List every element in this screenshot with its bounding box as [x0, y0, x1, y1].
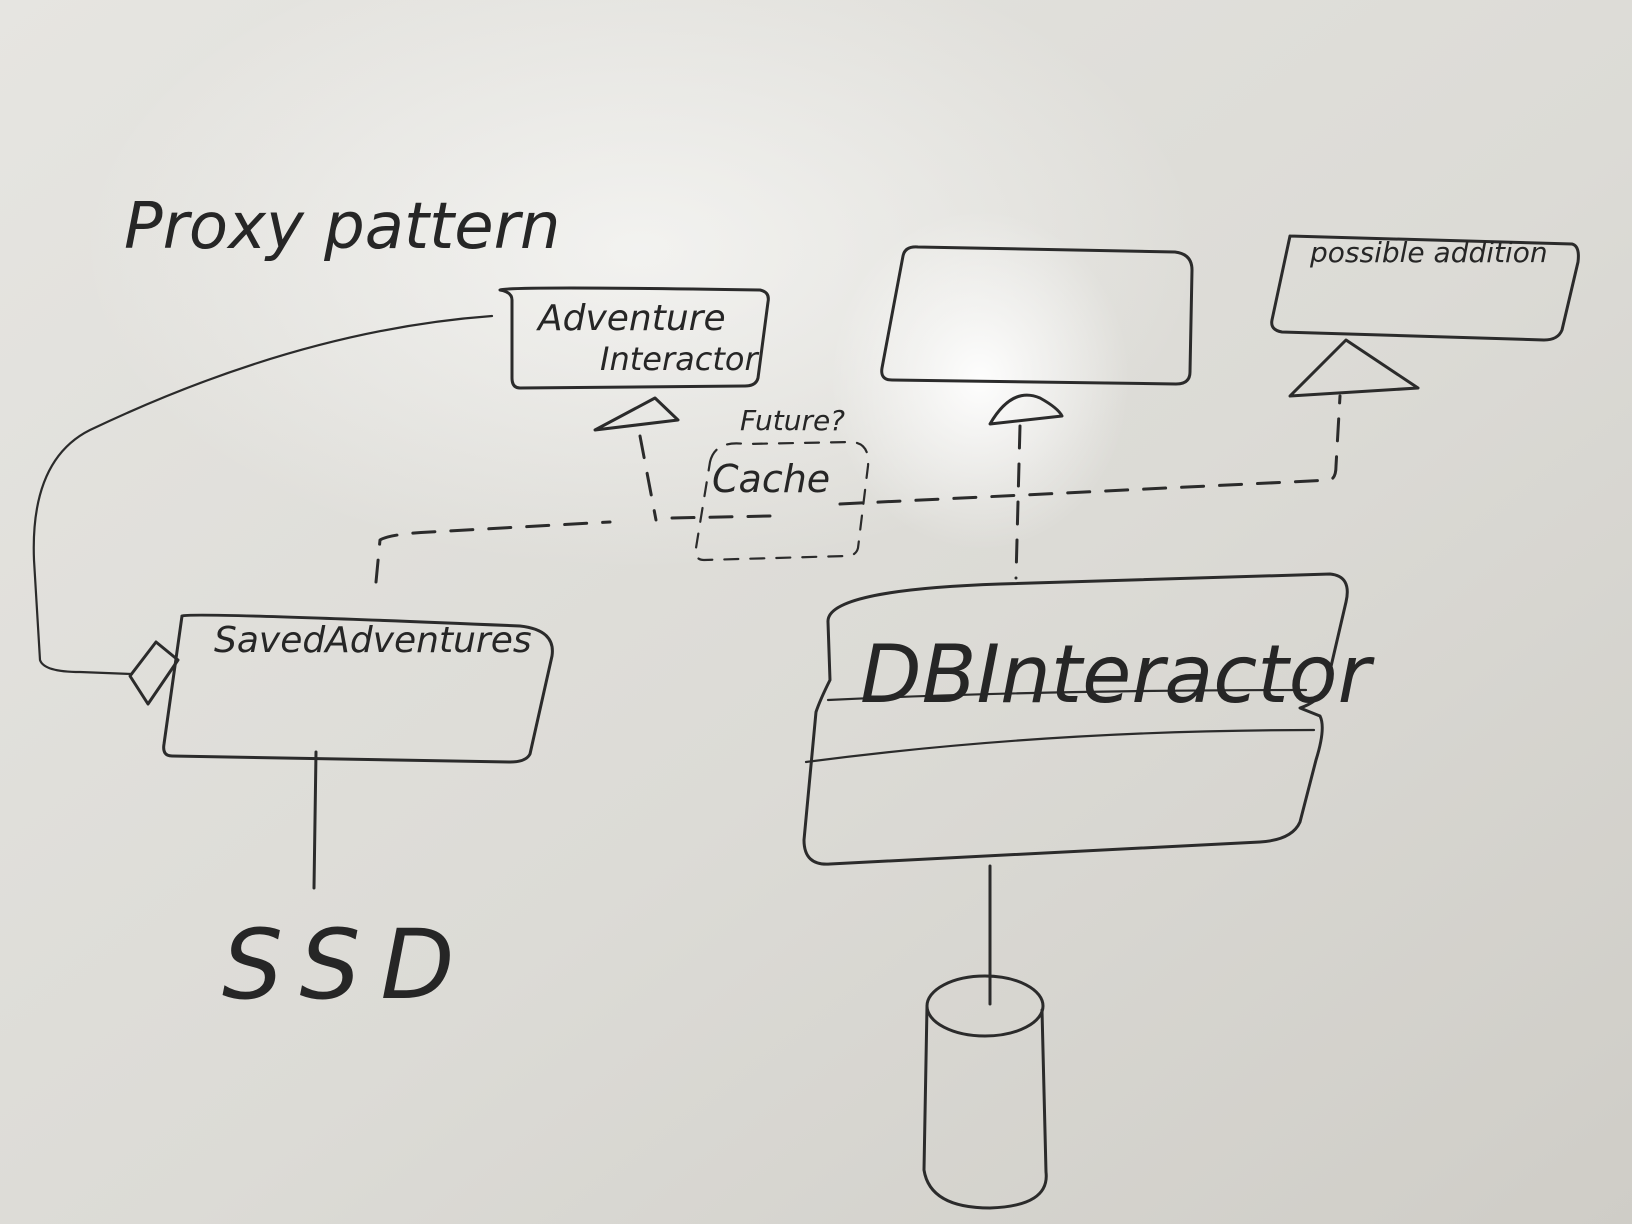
- triangle-arrowhead-adventure: [593, 396, 680, 432]
- ssd-label: SSD: [222, 909, 474, 1021]
- saved-adventures-box: [162, 613, 554, 764]
- aggregation-diamond: [128, 640, 180, 706]
- aggregation-line: [32, 314, 494, 676]
- possible-addition-box: [1270, 234, 1580, 342]
- dashed-line-saved-to-adventure: [374, 520, 612, 584]
- cache-box: [694, 440, 870, 562]
- triangle-arrowhead-possible-addition: [1288, 338, 1420, 398]
- dashed-line-to-possible-addition: [838, 394, 1342, 506]
- db-interactor-divider-1: [826, 688, 1308, 702]
- database-icon: [922, 974, 1048, 1210]
- adventure-interactor-label-line2: Interactor: [600, 340, 759, 378]
- db-interactor-label: DBInteractor: [860, 628, 1376, 721]
- triangle-arrowhead-interface: [988, 393, 1064, 426]
- saved-adventures-label: SavedAdventures: [214, 620, 532, 661]
- db-interactor-box: [802, 572, 1349, 866]
- dashed-line-db-to-interface: [1014, 424, 1022, 580]
- cache-future-note: Future?: [740, 404, 845, 437]
- ssd-connector: [312, 750, 318, 890]
- db-interactor-divider-2: [804, 728, 1316, 764]
- adventure-interactor-box: [498, 286, 770, 390]
- dashed-line-through-cache: [670, 514, 772, 520]
- possible-addition-label: possible addition: [1309, 236, 1548, 269]
- diagram-title: Proxy pattern: [124, 190, 560, 264]
- interface-box: [880, 245, 1194, 386]
- adventure-interactor-label-line1: Adventure: [536, 298, 726, 339]
- dashed-line-adventure-drop: [638, 434, 658, 522]
- cache-label: Cache: [712, 457, 830, 501]
